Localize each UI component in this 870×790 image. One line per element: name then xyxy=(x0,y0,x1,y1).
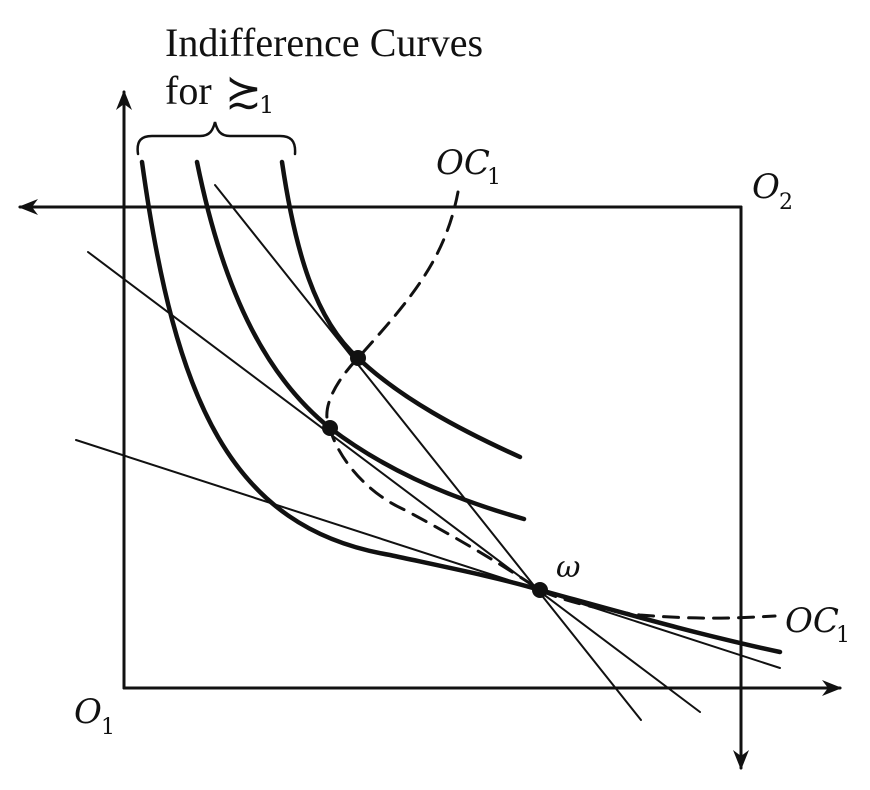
offer-curve-label-right-subscript: 1 xyxy=(836,623,850,648)
tangency-point-middle xyxy=(322,420,338,436)
title-line-2-prefix: for xyxy=(165,68,212,113)
offer-curve-label-top: OC xyxy=(436,143,490,183)
title-line-1: Indifference Curves xyxy=(165,20,483,65)
origin-1-label: O xyxy=(74,692,102,732)
offer-curve-label-right: OC xyxy=(785,601,839,641)
offer-curve-label-top-subscript: 1 xyxy=(487,165,501,190)
origin-2-subscript: 2 xyxy=(779,190,793,215)
indifference-curve-low xyxy=(139,159,783,655)
offer-curve xyxy=(325,190,777,620)
indifference-curves-brace xyxy=(136,121,297,156)
preference-subscript: 1 xyxy=(259,91,274,119)
budget-line-middle xyxy=(87,251,701,713)
indifference-curve-middle xyxy=(194,159,527,522)
origin-1-subscript: 1 xyxy=(101,715,115,740)
preference-relation-symbol: ≿ xyxy=(225,66,262,117)
tangency-point-high xyxy=(350,350,366,366)
origin-2-label: O xyxy=(752,167,780,207)
endowment-label: ω xyxy=(556,550,580,585)
budget-line-flat xyxy=(75,439,781,669)
budget-line-steep xyxy=(214,184,642,721)
endowment-point xyxy=(532,582,548,598)
